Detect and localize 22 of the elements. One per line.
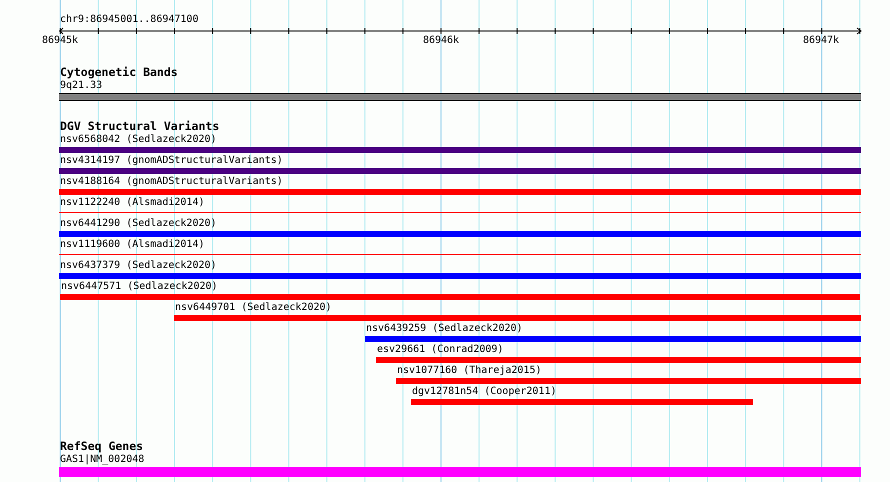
variant-label: nsv1077160 (Thareja2015) — [397, 365, 542, 377]
variant-label: nsv6449701 (Sedlazeck2020) — [175, 302, 332, 314]
variant-label: nsv6447571 (Sedlazeck2020) — [61, 281, 218, 293]
variant-label: nsv6437379 (Sedlazeck2020) — [60, 260, 217, 272]
variant-label: nsv6568042 (Sedlazeck2020) — [60, 134, 217, 146]
variant-label: nsv1122240 (Alsmadi2014) — [60, 197, 204, 209]
axis-tick-label: 86945k — [42, 35, 78, 47]
variant-label: nsv1119600 (Alsmadi2014) — [60, 239, 204, 251]
variant-label: nsv4314197 (gnomADStructuralVariants) — [60, 155, 283, 167]
region-title: chr9:86945001..86947100 — [60, 14, 198, 26]
gene-label: GAS1|NM_002048 — [60, 454, 144, 466]
variant-label: nsv6441290 (Sedlazeck2020) — [60, 218, 217, 230]
variant-label: nsv4188164 (gnomADStructuralVariants) — [60, 176, 283, 188]
axis-tick-label: 86946k — [422, 35, 460, 47]
variant-label: dgv12781n54 (Cooper2011) — [412, 386, 556, 398]
variant-label: esv29661 (Conrad2009) — [377, 344, 504, 356]
track-title: DGV Structural Variants — [60, 120, 220, 133]
axis-tick-label: 86947k — [802, 35, 840, 47]
track-title: Cytogenetic Bands — [60, 66, 178, 79]
band-label: 9q21.33 — [60, 80, 102, 92]
variant-label: nsv6439259 (Sedlazeck2020) — [366, 323, 523, 335]
track-title: RefSeq Genes — [60, 440, 144, 453]
